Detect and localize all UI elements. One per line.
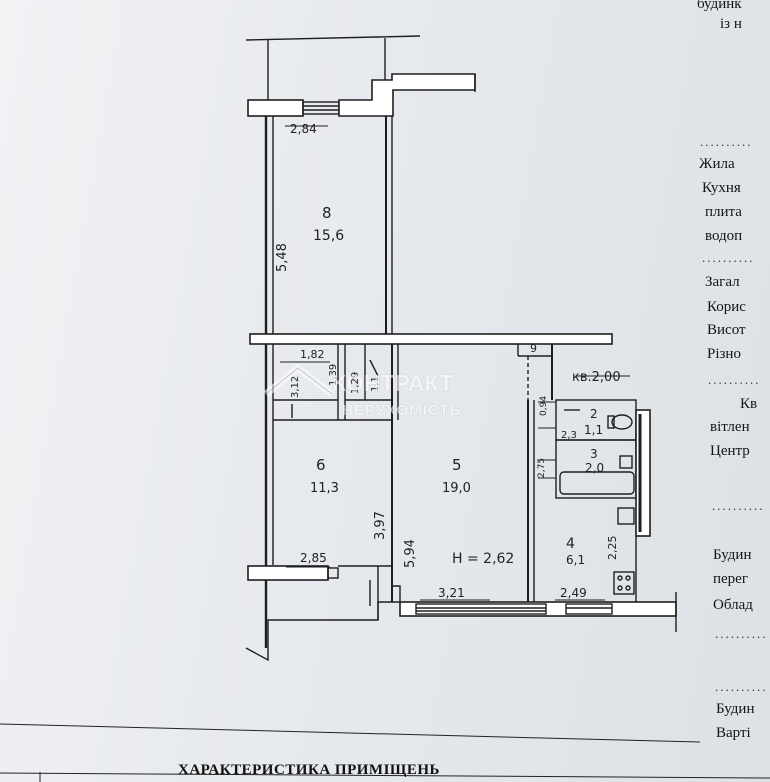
room-4-number: 4 (566, 536, 575, 552)
room-kv-label: кв.2,00 (572, 370, 621, 385)
side-dots-2: .......... (702, 250, 755, 265)
dim-balcony-width: 2,84 (290, 122, 317, 136)
window-bottom-4 (565, 603, 613, 615)
wall-right (635, 409, 651, 537)
dim-23: 2,3 (561, 430, 577, 441)
side-text-total: Загал (705, 274, 740, 290)
room-4-area: 6,1 (566, 553, 585, 567)
side-dots-5: .......... (715, 626, 768, 641)
dim-094: 0,94 (539, 396, 549, 416)
room-6-area: 11,3 (310, 481, 339, 496)
side-text-oblad: Облад (713, 597, 753, 613)
room-3-area: 2,0 (585, 461, 604, 475)
dim-pantry-b: 1,1 (370, 376, 381, 392)
room-8-number: 8 (322, 204, 332, 222)
side-text-kv: Кв (740, 396, 758, 412)
dim-249: 2,49 (560, 586, 587, 600)
side-text-useful: Корис (707, 299, 746, 315)
dim-275: 2,75 (537, 458, 547, 478)
stove-icon (613, 571, 635, 595)
room-5-number: 5 (452, 456, 462, 474)
room-3-number: 3 (590, 447, 598, 461)
dim-balcony-height: 5,48 (275, 243, 290, 272)
side-text-kitchen: Кухня (702, 180, 741, 196)
dim-594: 5,94 (403, 539, 418, 568)
wall-bottom-left (247, 565, 329, 581)
wall-top-left (247, 99, 304, 117)
dim-225: 2,25 (606, 536, 619, 561)
side-text-height: Висот (707, 322, 746, 338)
side-text-varti: Варті (716, 725, 751, 741)
side-text-building2: Будин (716, 701, 755, 717)
room-2-number: 2 (590, 407, 598, 421)
watermark-line2: НЕРУХОМІСТЬ (342, 402, 462, 419)
room-2-area: 1,1 (584, 423, 603, 437)
house-logo-icon (263, 364, 335, 397)
wall-top-right (338, 73, 476, 117)
side-text-top1: будинк (697, 0, 742, 12)
toilet (611, 414, 633, 430)
room-8-area: 15,6 (313, 228, 344, 244)
side-text-center: Центр (710, 443, 750, 459)
watermark-line1: КОНТРАКТ (332, 370, 454, 396)
room-6-number: 6 (316, 456, 326, 474)
dim-397: 3,97 (373, 511, 388, 540)
side-dots-1: .......... (700, 134, 753, 149)
dim-321: 3,21 (438, 586, 465, 600)
section-title: ХАРАКТЕРИСТИКА ПРИМІЩЕНЬ (178, 762, 440, 778)
dim-corridor-a: 3,12 (290, 376, 301, 398)
side-text-lit: вітлен (710, 419, 750, 435)
side-text-building: Будин (713, 547, 752, 563)
dim-pantry-a: 1,29 (350, 372, 361, 394)
side-text-stove: плита (705, 204, 742, 220)
side-dots-6: .......... (715, 679, 768, 694)
dim-285: 2,85 (300, 551, 327, 565)
bathtub (559, 471, 635, 495)
dim-corridor-width: 1,82 (300, 348, 325, 361)
balcony-top-line (245, 35, 421, 41)
side-text-pereg: перег (713, 571, 748, 587)
room-9-number: 9 (530, 342, 537, 355)
wall-middle (249, 333, 613, 345)
window-bottom-5 (415, 603, 547, 615)
side-dots-3: .......... (708, 372, 761, 387)
table-top-line (0, 723, 701, 743)
room-5-area: 19,0 (442, 481, 471, 496)
dim-corridor-b: 1,39 (328, 364, 339, 386)
ceiling-height: Н = 2,62 (452, 551, 514, 567)
side-text-misc: Різно (707, 346, 741, 362)
window-top (302, 101, 340, 115)
side-text-top2: із н (720, 16, 742, 32)
side-text-living: Жила (699, 156, 735, 172)
side-text-water: водоп (705, 228, 743, 244)
side-dots-4: .......... (712, 498, 765, 513)
sink (617, 507, 635, 525)
